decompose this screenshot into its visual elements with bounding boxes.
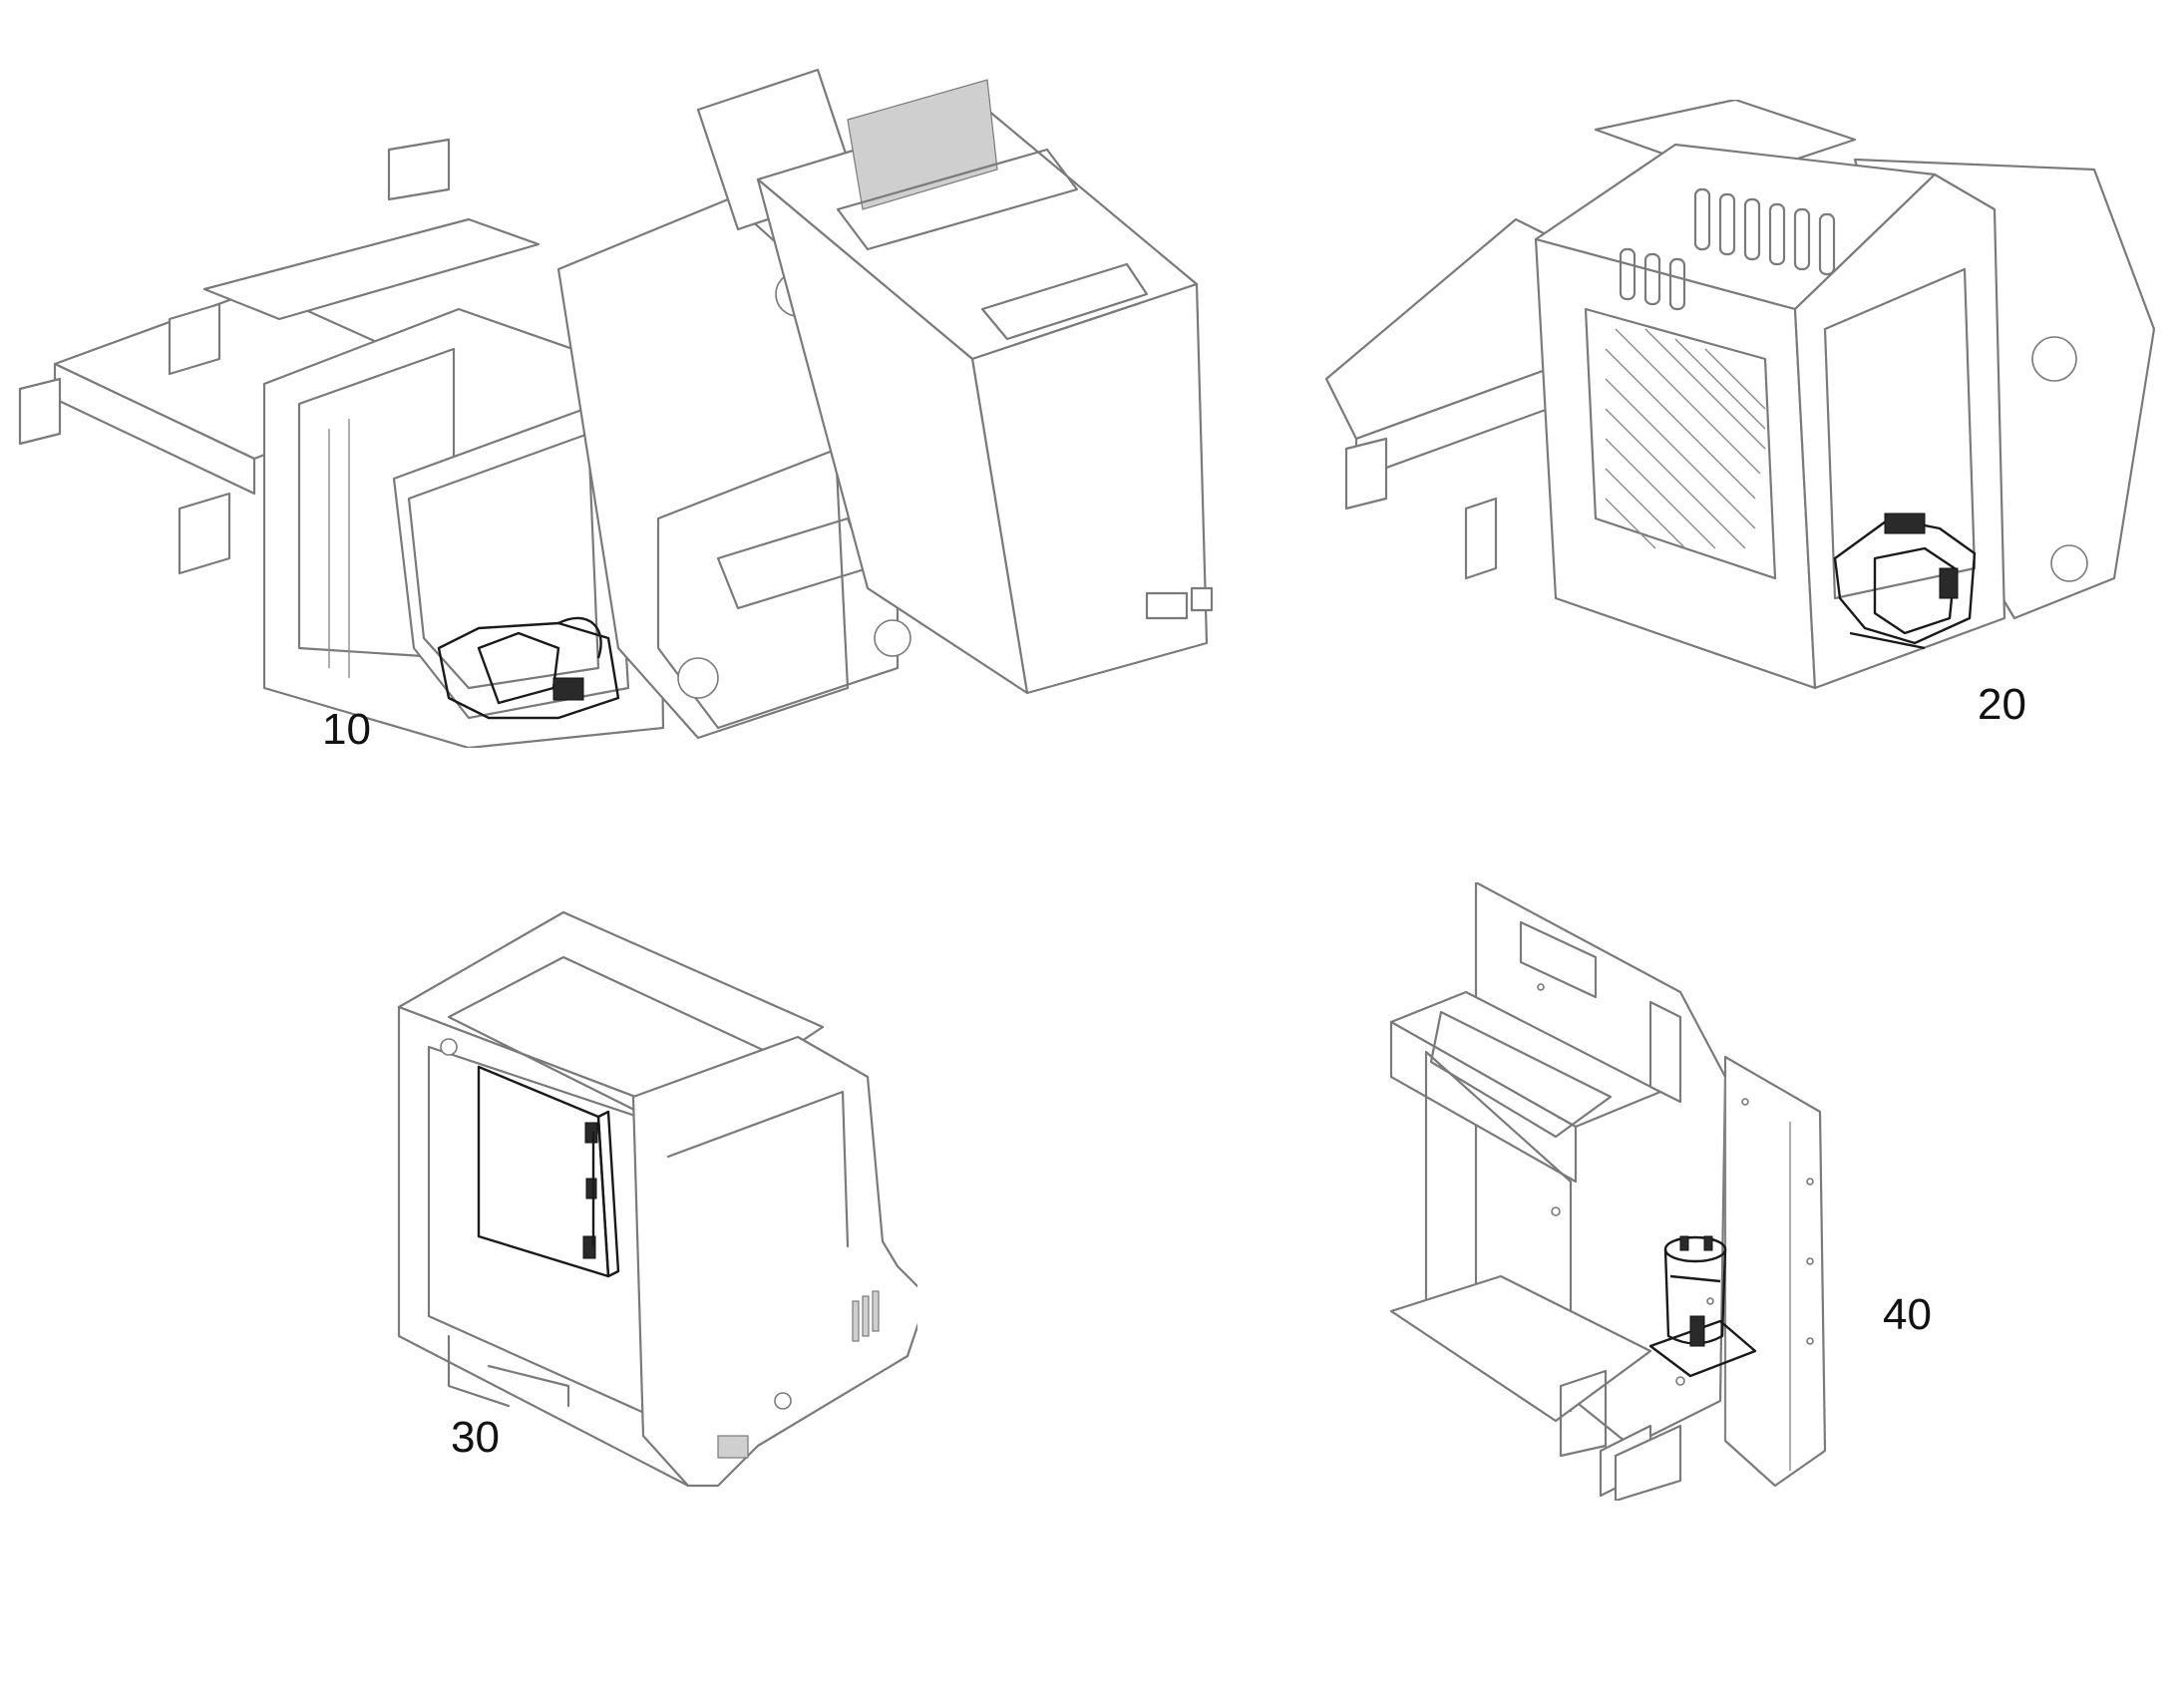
cab-side-panel <box>631 1035 917 1488</box>
view-30-drawing <box>389 907 917 1496</box>
callout-30: 30 <box>451 1413 500 1462</box>
view-30-cab-shell <box>397 910 917 1488</box>
heater-unit-highlight <box>477 1065 620 1278</box>
view-10-drawing <box>0 50 1286 748</box>
heater-unit-highlight <box>1833 512 1977 650</box>
callout-20: 20 <box>1978 680 2026 729</box>
heater-unit-highlight <box>437 616 620 720</box>
callout-40: 40 <box>1883 1290 1932 1339</box>
view-20-drawing <box>1316 100 2174 698</box>
cab-rear-panel <box>1534 237 1817 690</box>
view-40-frame-panel <box>1389 882 1827 1501</box>
right-side-plate <box>1723 1055 1827 1488</box>
callout-10: 10 <box>322 705 371 754</box>
view-40-drawing <box>1381 882 1840 1501</box>
view-20-cab-assembly <box>1324 100 2156 690</box>
receiver-drier-highlight <box>1648 1235 1757 1378</box>
view-10-frame-assembly <box>18 68 1214 748</box>
